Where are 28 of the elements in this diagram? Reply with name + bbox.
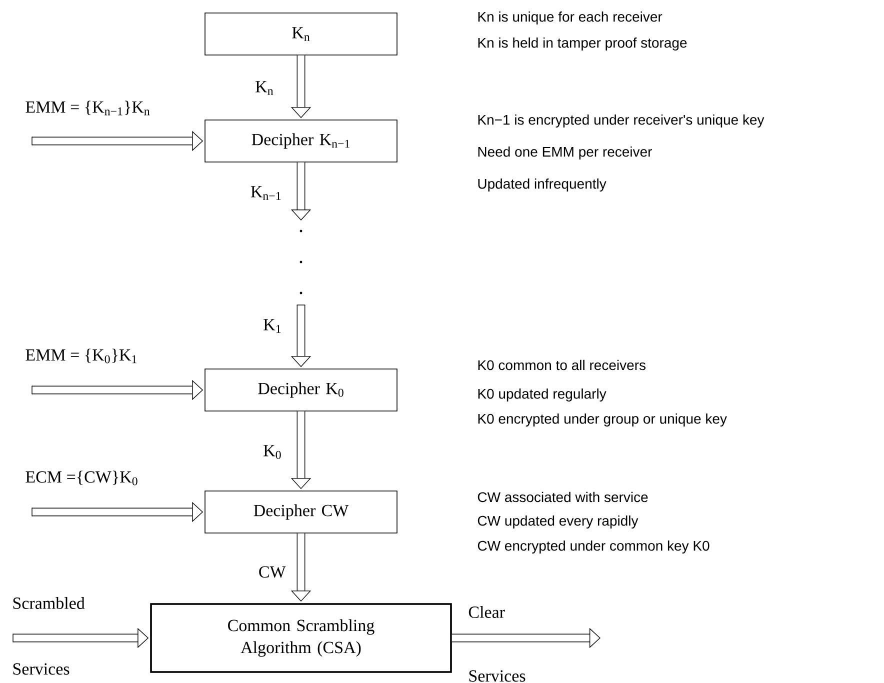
note-text: Kn is held in tamper proof storage: [478, 37, 687, 51]
process-box: Common Scrambling Algorithm (CSA): [150, 603, 452, 673]
flow-label: Services: [13, 663, 70, 675]
edge-label: EMM = {K$_{n−1}$}K$_{n}$: [24, 100, 152, 116]
edge-label: K$_{n−1}$: [249, 185, 283, 201]
edge-label: CW: [257, 565, 287, 579]
process-box: Decipher K$_{n−1}$: [204, 120, 398, 162]
note-text: CW associated with service: [478, 492, 648, 502]
edge-label: ECM ={CW}K$_{0}$: [24, 470, 140, 486]
note-text: Kn−1 is encrypted under receiver's unique key: [478, 114, 764, 128]
flow-label: Services: [469, 670, 526, 682]
note-text: Updated infrequently: [478, 178, 606, 192]
note-text: Kn is unique for each receiver: [478, 11, 662, 25]
edge-label: K$_{n}$: [254, 80, 275, 96]
process-box: Decipher CW: [204, 490, 398, 534]
flow-label: Scrambled: [13, 597, 85, 609]
note-text: CW encrypted under common key K0: [478, 540, 710, 554]
note-text: Need one EMM per receiver: [478, 146, 652, 160]
edge-label: K$_{0}$: [262, 444, 283, 460]
note-text: K0 updated regularly: [478, 388, 606, 402]
flow-label: Clear: [468, 606, 505, 618]
note-text: CW updated every rapidly: [478, 515, 638, 529]
note-text: K0 encrypted under group or unique key: [478, 413, 727, 427]
process-box: K$_{n}$: [204, 12, 398, 56]
process-box: Decipher K$_{0}$: [204, 368, 398, 412]
note-text: K0 common to all receivers: [478, 360, 646, 370]
edge-label: K$_{1}$: [262, 318, 283, 334]
edge-label: EMM = {K$_{0}$}K$_{1}$: [24, 348, 139, 364]
